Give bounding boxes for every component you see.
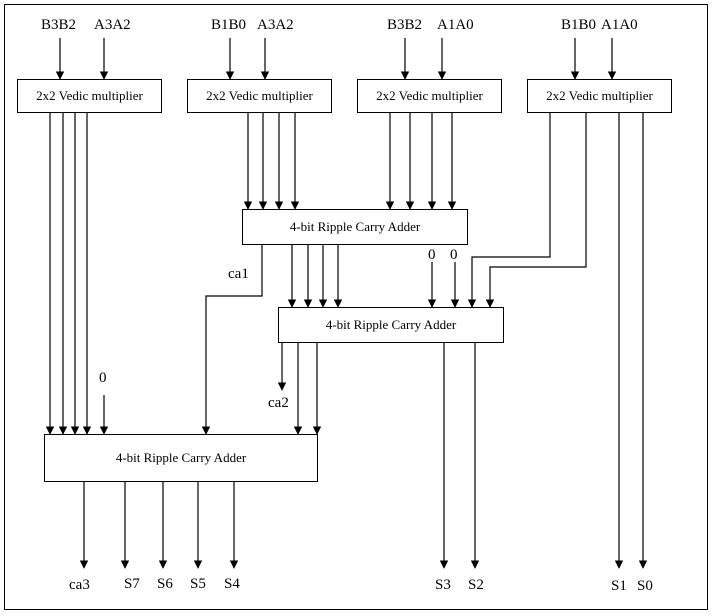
carry-ca1-label: ca1 [228, 266, 249, 282]
vedic-multiplier-2-label: 2x2 Vedic multiplier [206, 88, 313, 103]
m3-input-b-label: B3B2 [387, 17, 423, 33]
output-s3-label: S3 [435, 577, 451, 593]
vedic-multiplier-1-label: 2x2 Vedic multiplier [36, 88, 143, 103]
output-s1-label: S1 [611, 578, 627, 594]
carry-ca2-label: ca2 [268, 395, 289, 411]
output-s0-label: S0 [637, 578, 653, 594]
zero-input-a-label: 0 [428, 247, 436, 263]
ripple-carry-adder-3-label: 4-bit Ripple Carry Adder [115, 450, 247, 465]
vedic-multiplier-3-label: 2x2 Vedic multiplier [376, 88, 483, 103]
carry-ca3-label: ca3 [69, 577, 90, 593]
ripple-carry-adder-3: 4-bit Ripple Carry Adder [44, 434, 318, 482]
m2-input-a-label: A3A2 [257, 17, 294, 33]
zero-input-c-label: 0 [99, 370, 107, 386]
ripple-carry-adder-1: 4-bit Ripple Carry Adder [242, 209, 468, 245]
diagram-frame [4, 4, 708, 610]
m4-input-a-label: A1A0 [601, 17, 638, 33]
output-s5-label: S5 [190, 576, 206, 592]
ripple-carry-adder-2-label: 4-bit Ripple Carry Adder [325, 317, 457, 332]
ripple-carry-adder-1-label: 4-bit Ripple Carry Adder [289, 219, 421, 234]
m4-input-b-label: B1B0 [561, 17, 597, 33]
wire-ca1 [201, 245, 263, 435]
zero-input-b-label: 0 [450, 247, 458, 263]
vedic-multiplier-3: 2x2 Vedic multiplier [357, 79, 502, 113]
m1-input-b-label: B3B2 [41, 17, 77, 33]
output-s4-label: S4 [224, 576, 240, 592]
vedic-multiplier-4: 2x2 Vedic multiplier [527, 79, 672, 113]
m1-input-a-label: A3A2 [94, 17, 131, 33]
m3-input-a-label: A1A0 [437, 17, 474, 33]
ripple-carry-adder-2: 4-bit Ripple Carry Adder [278, 307, 504, 343]
output-s2-label: S2 [468, 577, 484, 593]
output-s6-label: S6 [157, 576, 173, 592]
m2-input-b-label: B1B0 [211, 17, 247, 33]
vedic-multiplier-1: 2x2 Vedic multiplier [17, 79, 162, 113]
vedic-multiplier-2: 2x2 Vedic multiplier [187, 79, 332, 113]
wire-m4-out-1 [467, 113, 551, 308]
vedic-multiplier-4-label: 2x2 Vedic multiplier [546, 88, 653, 103]
output-s7-label: S7 [124, 576, 140, 592]
wire-m4-out-2 [485, 113, 587, 308]
